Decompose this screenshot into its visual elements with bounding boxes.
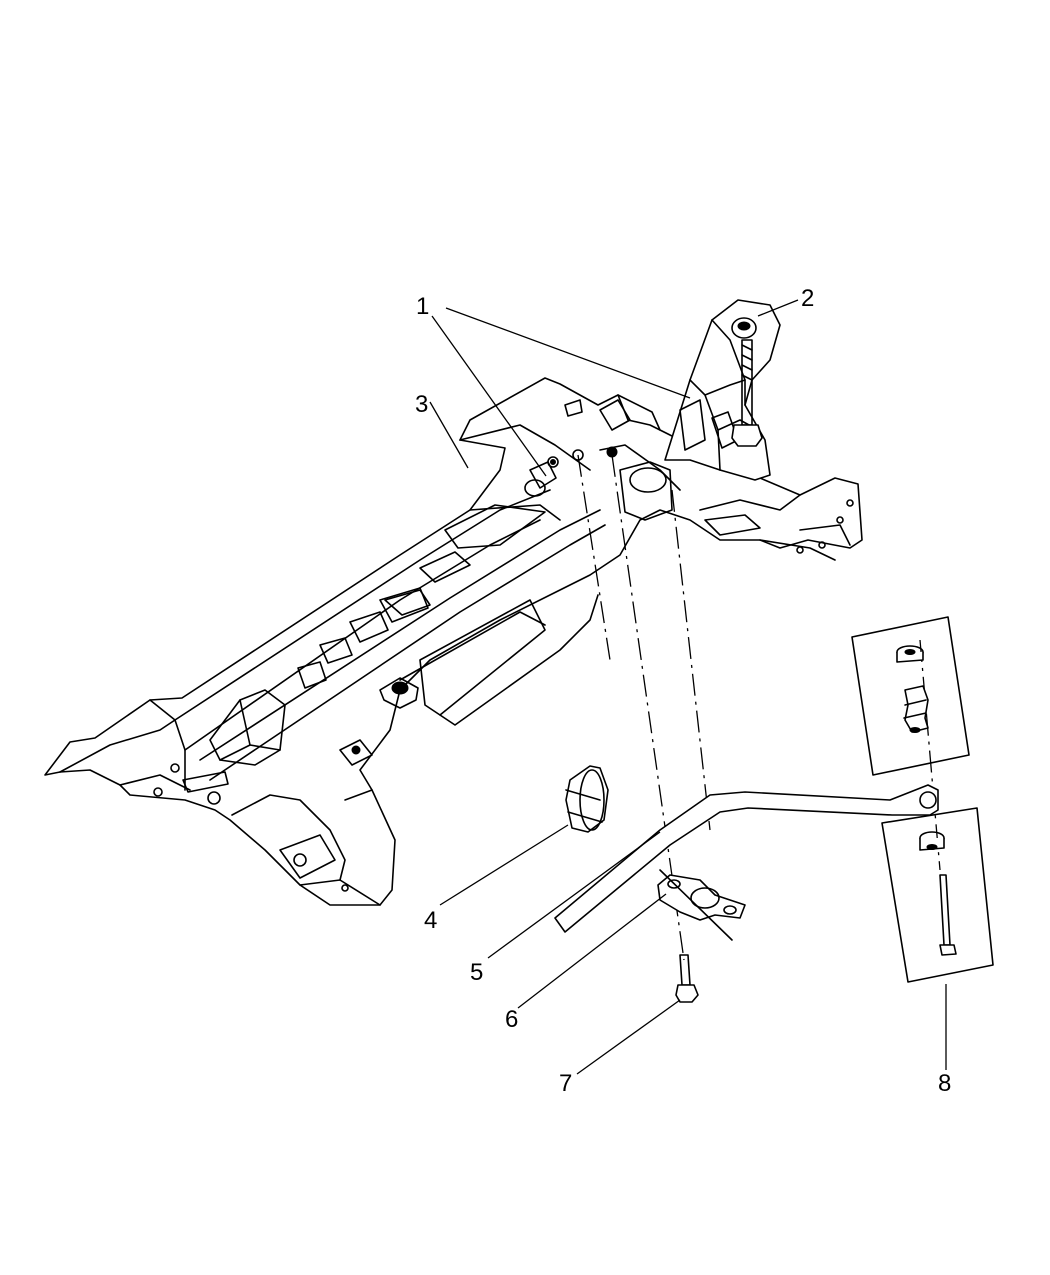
leader-lines [429,299,947,1075]
callout-5: 5 [470,959,483,986]
mounting-bolt [731,339,763,447]
callout-2: 2 [801,285,814,312]
sway-bar-bushing [565,765,609,833]
callout-8: 8 [938,1070,951,1097]
callout-4: 4 [424,907,437,934]
callout-1: 1 [416,293,429,320]
crossmember-frame [44,299,863,906]
stabilizer-bar [554,784,939,933]
callout-6: 6 [505,1006,518,1033]
callout-7: 7 [559,1070,572,1097]
stabilizer-link-kit [851,616,994,983]
callout-3: 3 [415,391,428,418]
bushing-bracket [657,869,746,941]
callout-labels: 1 2 3 4 5 6 7 8 [415,285,951,1097]
bracket-bolt [675,954,699,1003]
